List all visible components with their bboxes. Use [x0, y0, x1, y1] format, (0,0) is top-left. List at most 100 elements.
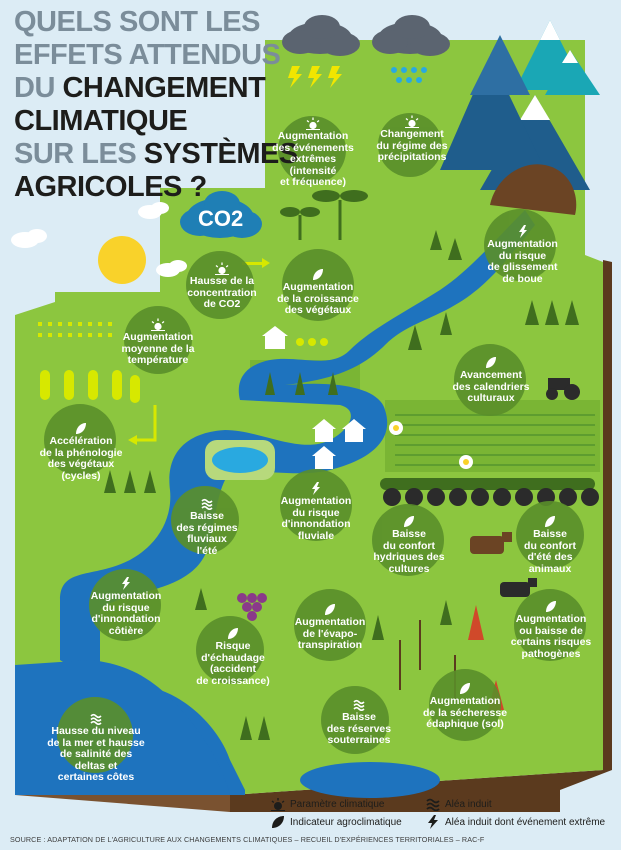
- label-line: (cycles): [61, 469, 101, 482]
- legend-item-alea-extreme: Aléa induit dont événement extrême: [425, 814, 605, 830]
- label-line: transpiration: [297, 639, 363, 651]
- leaf-icon: [272, 816, 284, 828]
- legend-label-alea: Aléa induit: [445, 798, 492, 810]
- label-line: des végétaux: [47, 458, 115, 470]
- label-line: de boue: [502, 272, 543, 285]
- leaf-icon: [486, 357, 496, 368]
- source-note: SOURCE : ADAPTATION DE L'AGRICULTURE AUX…: [10, 835, 485, 844]
- label-line: cultures: [388, 562, 430, 575]
- label-line: du confort: [383, 539, 435, 552]
- label-line: Augmentation: [429, 695, 501, 707]
- bolt-icon: [518, 225, 527, 238]
- bolt-icon: [122, 577, 130, 590]
- label-line: Augmentation: [277, 130, 349, 142]
- legend: Paramètre climatique Indicateur agroclim…: [270, 796, 615, 830]
- label-line: de la croissance: [277, 292, 359, 305]
- label-line: des calendriers: [452, 380, 530, 393]
- label-line: moyenne de la: [121, 342, 195, 355]
- label-line: côtière: [108, 624, 144, 637]
- label-line: Risque: [215, 640, 251, 652]
- leaf-icon: [546, 601, 556, 612]
- label-line: de CO2: [203, 298, 241, 310]
- sun-icon: [215, 262, 229, 275]
- waves-icon: [353, 699, 365, 711]
- sun-icon: [271, 798, 285, 811]
- bolt-icon: [312, 482, 320, 495]
- legend-item-indicateur: Indicateur agroclimatique: [270, 814, 402, 830]
- label-line: du régime des: [376, 139, 448, 152]
- label-line: du confort: [524, 539, 576, 552]
- label-line: des végétaux: [284, 304, 352, 316]
- leaf-icon: [545, 516, 555, 527]
- label-line: Baisse: [392, 528, 426, 540]
- label-line: des réserves: [326, 722, 392, 735]
- label-line: Augmentation: [294, 616, 366, 628]
- label-line: des régimes: [176, 521, 238, 534]
- label-line: l'été: [196, 544, 218, 557]
- label-line: Avancement: [459, 369, 523, 381]
- bolt-icon: [428, 815, 438, 829]
- label-line: température: [127, 354, 189, 366]
- label-line: de croissance): [196, 674, 270, 687]
- label-line: pathogènes: [521, 647, 581, 660]
- label-line: d'innondation: [91, 613, 161, 625]
- label-line: deltas et: [74, 759, 118, 772]
- label-line: ou baisse de: [519, 624, 583, 637]
- label-line: Changement: [380, 128, 444, 140]
- label-line: Hausse du niveau: [51, 725, 141, 737]
- label-line: de salinité des: [59, 748, 133, 760]
- co2-badge: CO2: [198, 206, 243, 232]
- label-line: du risque: [498, 249, 547, 262]
- label-line: Augmentation: [282, 281, 354, 293]
- legend-item-parametre: Paramètre climatique: [270, 796, 384, 812]
- label-line: Baisse: [533, 528, 567, 540]
- title-line-5b: SYSTÈMES: [143, 138, 298, 170]
- leaf-icon: [460, 683, 470, 694]
- label-line: Hausse de la: [189, 275, 255, 287]
- label-line: d'innondation: [281, 518, 351, 530]
- label-line: extrêmes (intensité: [289, 153, 337, 177]
- sun-icon: [151, 318, 165, 331]
- label-line: Augmentation: [280, 495, 352, 507]
- sun-icon: [306, 117, 320, 130]
- label-line: souterraines: [327, 734, 391, 746]
- label-line: Baisse: [190, 510, 224, 522]
- label-line: de glissement: [487, 261, 558, 273]
- title-line-3a: DU: [14, 72, 63, 104]
- title-line-2: EFFETS ATTENDUS: [14, 39, 281, 71]
- label-line: du risque: [102, 601, 150, 614]
- label-line: Augmentation: [90, 590, 162, 602]
- label-line: et fréquence): [280, 176, 346, 188]
- title-line-6: AGRICOLES ?: [14, 171, 207, 203]
- legend-label-alea-extreme: Aléa induit dont événement extrême: [445, 816, 606, 828]
- label-line: d'échaudage: [201, 651, 265, 664]
- label-line: fluviale: [297, 529, 335, 542]
- legend-label-parametre: Paramètre climatique: [290, 798, 385, 810]
- waves-icon: [426, 798, 440, 811]
- label-line: fluviaux: [187, 533, 227, 545]
- co2-text: CO2: [198, 206, 244, 231]
- page-title: QUELS SONT LES EFFETS ATTENDUS DU CHANGE…: [14, 6, 298, 204]
- label-line: de la mer et hausse: [47, 736, 145, 749]
- title-line-1: QUELS SONT LES: [14, 6, 260, 38]
- leaf-icon: [325, 604, 335, 615]
- title-line-3b: CHANGEMENT: [62, 72, 266, 104]
- label-line: certains risques: [510, 636, 592, 648]
- leaf-icon: [228, 628, 238, 639]
- label-line: (accident: [209, 663, 257, 675]
